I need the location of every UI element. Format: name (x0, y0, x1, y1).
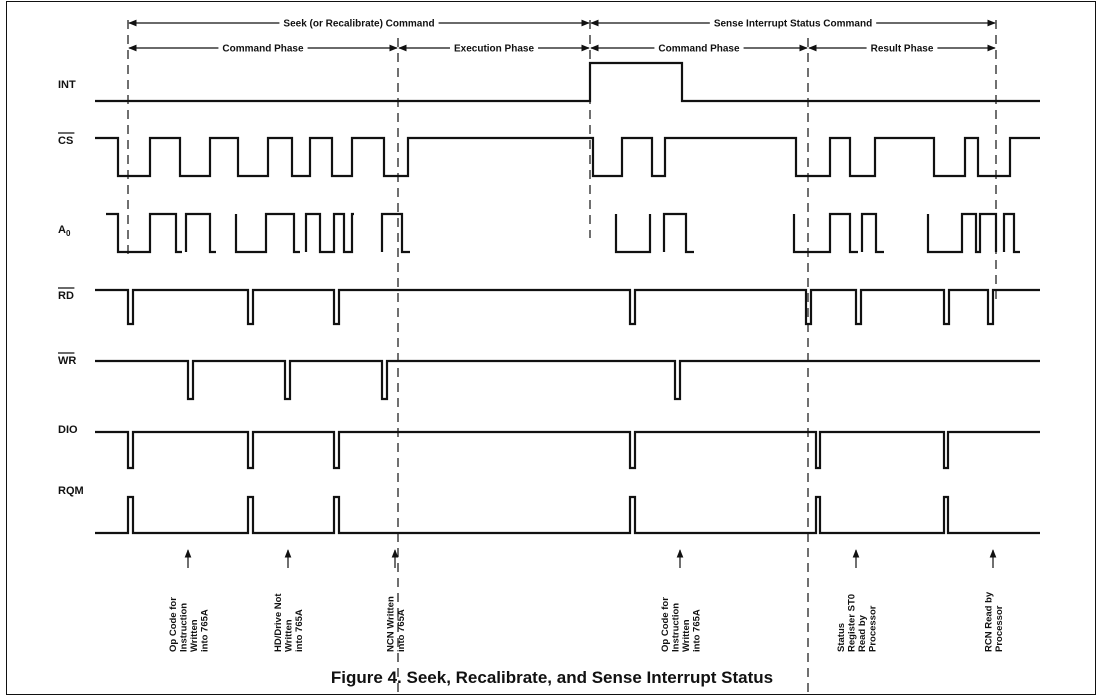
annotation-text: Op Code for (660, 597, 671, 652)
annotation-text: HD/Drive Not (273, 593, 284, 652)
command-phase-label-2: Command Phase (658, 44, 740, 55)
annotation-text: Written (681, 619, 692, 652)
a0-waveform-segment (614, 214, 652, 254)
a0-waveform-segment (926, 212, 998, 254)
rd-waveform (95, 288, 1040, 326)
annotation-text: NCN Written (385, 596, 396, 652)
annotation-text: Written (189, 619, 200, 652)
signal-label-rd: RD (58, 290, 74, 302)
signal-label-cs: CS (58, 135, 73, 147)
execution-phase-label-label-bg (449, 42, 539, 54)
annotation-text: Register ST0 (846, 594, 857, 652)
annotation-text: Read by (857, 614, 868, 652)
annotation-text: Op Code for (168, 597, 179, 652)
annotation-text: into 765A (396, 609, 407, 652)
rqm-waveform (95, 495, 1040, 535)
annotation-text: Written (284, 619, 295, 652)
annotation-text: Instruction (670, 603, 681, 652)
seek-command-label-label-bg (279, 17, 439, 29)
sense-interrupt-command-label-label-bg (709, 17, 877, 29)
a0-waveform-segment (234, 212, 300, 254)
command-phase-label-label-bg (218, 42, 308, 54)
annotation-text: RCN Read by (983, 591, 994, 652)
a0-waveform-segment (1002, 212, 1020, 254)
dio-waveform (95, 430, 1040, 470)
figure-caption: Figure 4. Seek, Recalibrate, and Sense I… (330, 668, 774, 687)
a0-waveform-segment (184, 212, 216, 254)
signal-label-a0: A0 (58, 224, 71, 238)
command-phase-label: Command Phase (222, 44, 304, 55)
wr-waveform (95, 359, 1040, 401)
annotation-text: Processor (994, 605, 1005, 652)
annotation-text: Instruction (178, 603, 189, 652)
annotation-text: Status (836, 623, 847, 652)
cs-waveform (95, 136, 1040, 178)
figure-frame (6, 1, 1096, 695)
annotation-text: Processor (867, 605, 878, 652)
a0-waveform-segment (860, 212, 884, 254)
signal-label-int: INT (58, 79, 76, 91)
execution-phase-label: Execution Phase (454, 44, 534, 55)
int-waveform (95, 61, 1040, 103)
a0-waveform-segment (662, 212, 694, 254)
result-phase-label: Result Phase (871, 44, 934, 55)
annotation-text: into 765A (294, 609, 305, 652)
a0-waveform-segment (106, 212, 182, 254)
result-phase-label-label-bg (866, 42, 938, 54)
seek-command-label: Seek (or Recalibrate) Command (283, 19, 434, 30)
a0-waveform-segment (792, 212, 858, 254)
signal-label-dio: DIO (58, 424, 78, 436)
sense-interrupt-command-label: Sense Interrupt Status Command (714, 19, 872, 30)
a0-waveform-segment (380, 212, 410, 254)
command-phase-label-2-label-bg (654, 42, 744, 54)
annotation-text: into 765A (199, 609, 210, 652)
annotation-text: into 765A (691, 609, 702, 652)
signal-label-rqm: RQM (58, 485, 84, 497)
a0-waveform-segment (304, 212, 354, 254)
signal-label-wr: WR (58, 355, 76, 367)
